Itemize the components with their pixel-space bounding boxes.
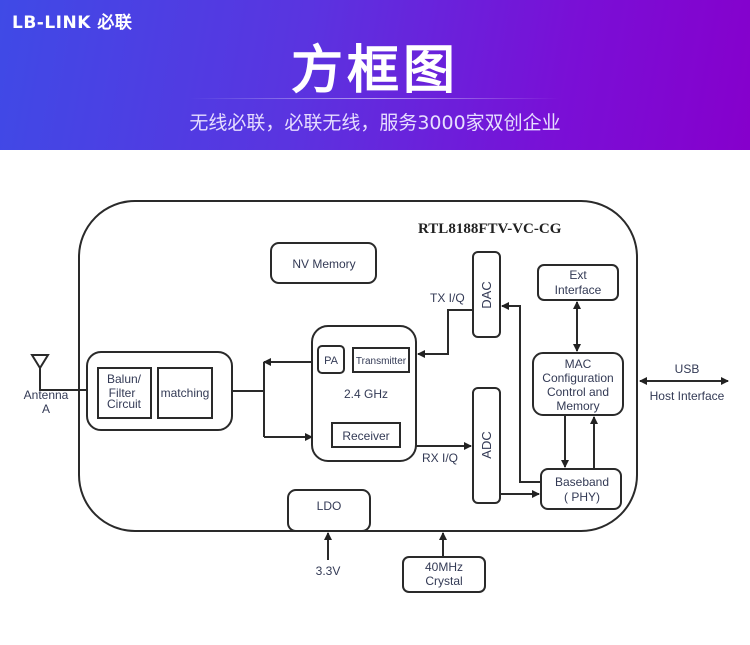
tx-iq-arrow (417, 309, 473, 358)
matching-block (157, 367, 213, 419)
matching-label: matching (161, 386, 210, 400)
block-diagram: RTL8188FTV-VC-CG Antenna A Balun/ Filter… (24, 200, 729, 593)
page-title: 方框图 (290, 41, 459, 101)
nv-memory-block (270, 242, 377, 284)
adc-label: ADC (479, 431, 494, 458)
dac-label: DAC (479, 281, 494, 308)
ext-interface-block (537, 264, 619, 301)
rx-iq-label: RX I/Q (422, 451, 458, 465)
pa-block (317, 345, 345, 374)
tx-iq-label: TX I/Q (430, 291, 465, 305)
transceiver-block (311, 325, 417, 462)
balun-filter-block (97, 367, 152, 419)
frequency-label: 2.4 GHz (344, 387, 388, 401)
usb-label: USB (675, 362, 700, 376)
receiver-label: Receiver (342, 429, 389, 443)
pa-label: PA (324, 355, 339, 367)
transmitter-block (352, 347, 410, 373)
configuration-label: Configuration (542, 371, 613, 385)
ldo-block (287, 489, 371, 532)
phy-label: ( PHY) (564, 490, 600, 504)
header-banner: LB-LINK 必联 方框图 无线必联，必联无线，服务3000家双创企业 (0, 0, 750, 150)
baseband-block (540, 468, 622, 510)
balun-label: Balun/ (107, 372, 142, 386)
baseband-label: Baseband (555, 475, 609, 489)
chip-name-label: RTL8188FTV-VC-CG (418, 221, 562, 237)
host-interface-label: Host Interface (650, 389, 725, 403)
mac-label: MAC (565, 357, 592, 371)
memory-label: Memory (556, 399, 599, 413)
mac-block (532, 352, 624, 416)
receiver-block (331, 422, 401, 448)
transmitter-label: Transmitter (356, 356, 407, 367)
adc-block (472, 387, 501, 504)
baseband-to-dac-arrow (501, 302, 541, 483)
title-divider (190, 98, 560, 99)
antenna-label: Antenna (24, 388, 69, 402)
page-subtitle: 无线必联，必联无线，服务3000家双创企业 (189, 112, 561, 134)
interface-label: Interface (555, 283, 602, 297)
filter-label: Filter (109, 386, 136, 400)
antenna-label-sub: A (42, 402, 50, 416)
ldo-label: LDO (317, 499, 342, 513)
ext-label: Ext (569, 268, 587, 282)
brand-logo: LB-LINK 必联 (12, 13, 133, 33)
power-label: 3.3V (316, 564, 341, 578)
control-label: Control and (547, 385, 609, 399)
nv-memory-label: NV Memory (292, 257, 355, 271)
crystal-freq-label: 40MHz (425, 560, 463, 574)
crystal-label: Crystal (425, 574, 462, 588)
antenna-icon (30, 354, 88, 391)
circuit-label: Circuit (107, 397, 142, 411)
dac-block (472, 251, 501, 338)
